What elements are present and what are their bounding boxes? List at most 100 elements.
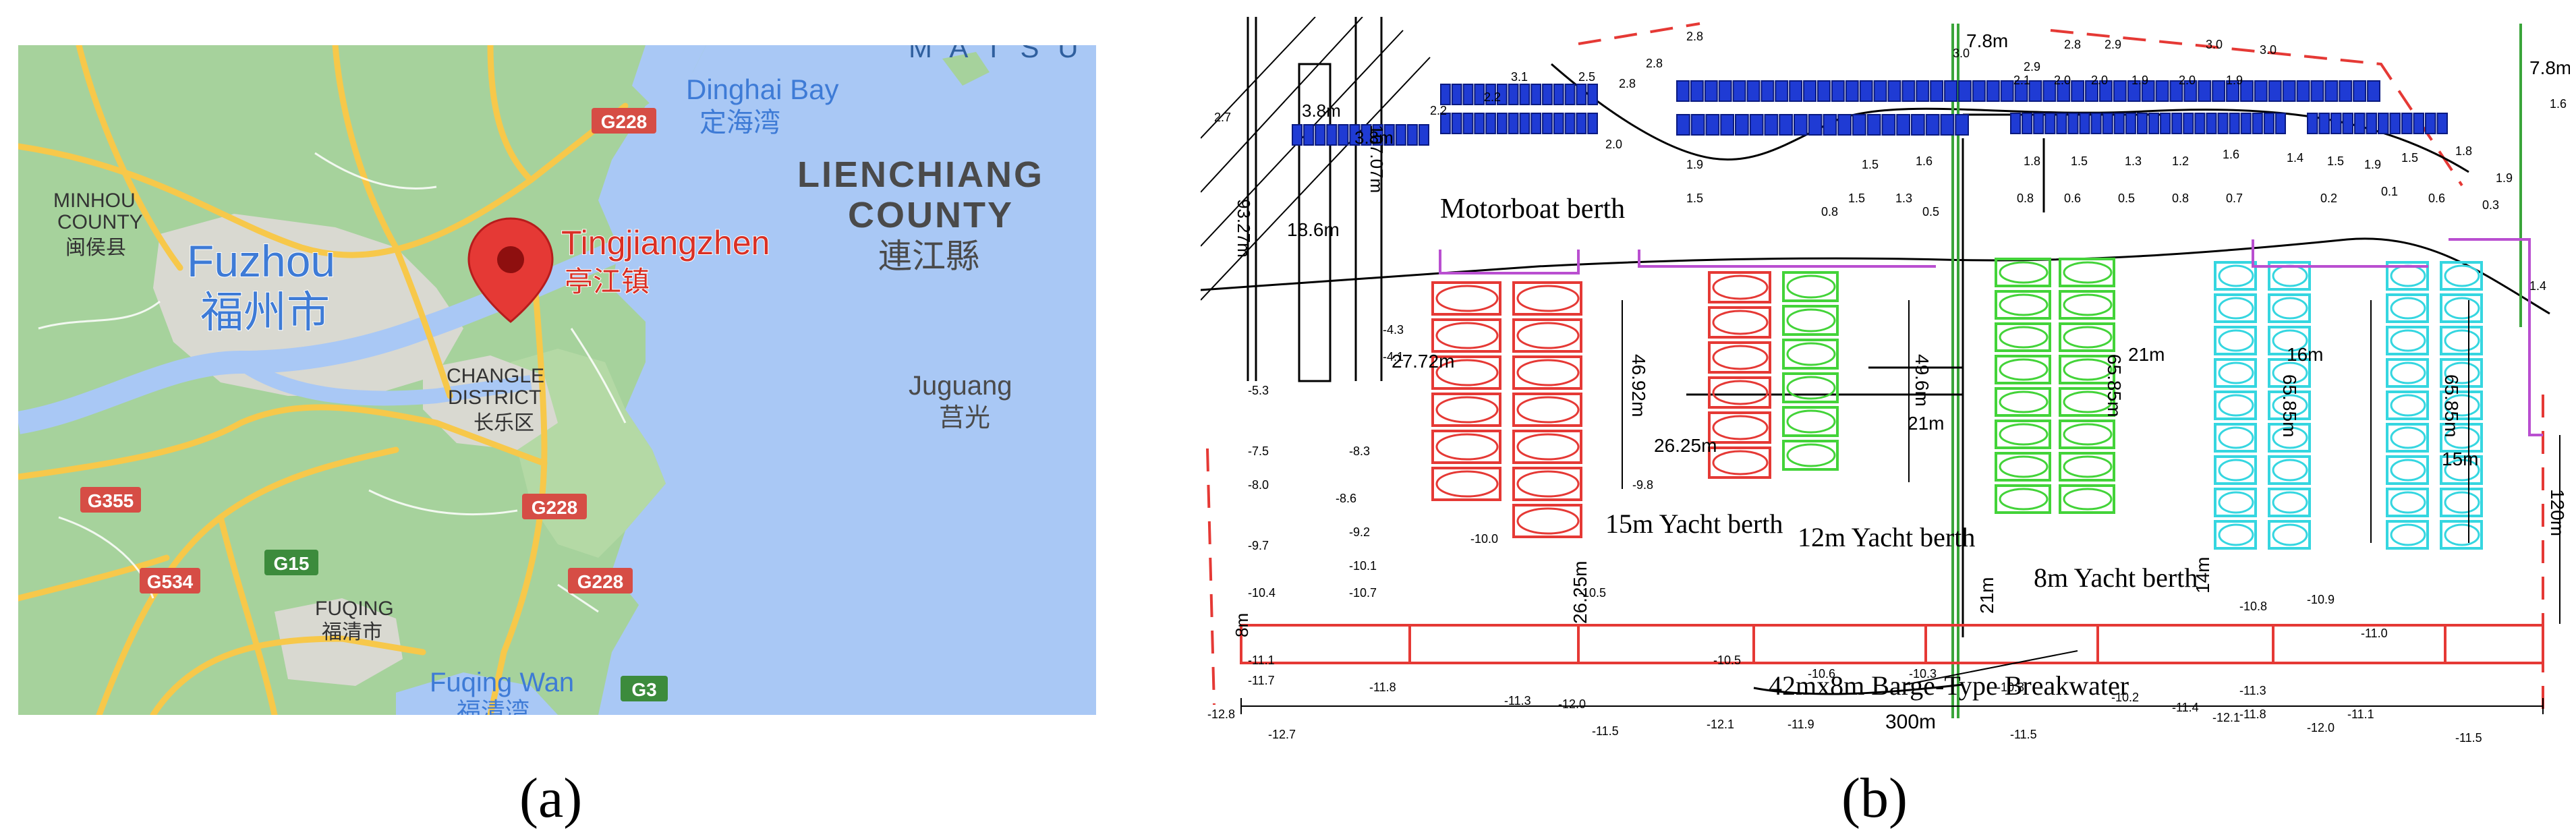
motorboat-slip bbox=[2254, 80, 2268, 102]
road-shield-g228-south: G228 bbox=[568, 568, 633, 594]
motorboat-slip bbox=[1732, 80, 1746, 102]
yacht12-slip-hull bbox=[1999, 390, 2049, 413]
sounding-bottom: -8.3 bbox=[1349, 444, 1370, 458]
yacht8-slip-hull bbox=[2272, 329, 2308, 352]
sounding-bottom: -12.0 bbox=[2307, 721, 2335, 734]
motorboat-slip bbox=[1372, 124, 1383, 146]
yacht8-slip bbox=[2440, 390, 2483, 420]
depth-contours bbox=[1201, 63, 2550, 315]
motorboat-slip bbox=[2085, 80, 2098, 102]
yacht8-slip-hull bbox=[2444, 361, 2480, 384]
svg-text:G3: G3 bbox=[631, 679, 656, 700]
yacht8-slip-hull bbox=[2444, 523, 2480, 546]
yacht12-slip bbox=[1782, 305, 1839, 336]
yacht8-slip-hull bbox=[2444, 264, 2480, 287]
motorboat-slip bbox=[1451, 84, 1462, 105]
yacht12-slip bbox=[1995, 420, 2051, 449]
motorboat-slip bbox=[2194, 113, 2206, 134]
location-pin-icon[interactable] bbox=[467, 217, 554, 323]
yacht8-slip bbox=[2268, 488, 2311, 517]
yacht15-slip-hull bbox=[1435, 285, 1499, 312]
motorboat-slip bbox=[2113, 113, 2125, 134]
yacht15-slip-hull bbox=[1516, 507, 1580, 535]
motorboat-slip bbox=[1718, 80, 1732, 102]
dim-107-07: 107.07m bbox=[1367, 125, 1387, 193]
motorboat-slip bbox=[2282, 80, 2296, 102]
yacht8-slip bbox=[2386, 455, 2429, 485]
sounding-bottom: -12.7 bbox=[1268, 728, 1296, 741]
yacht12-slip-hull bbox=[1999, 358, 2049, 381]
yacht15-slip bbox=[1512, 430, 1582, 464]
yacht8-slip bbox=[2214, 455, 2257, 485]
yacht8-slip-hull bbox=[2218, 394, 2254, 417]
yacht15-slip-hull bbox=[1712, 380, 1769, 405]
motorboat-slip bbox=[2042, 80, 2057, 102]
motorboat-slip bbox=[1958, 80, 1972, 102]
sounding-top: 0.6 bbox=[2064, 192, 2081, 205]
sounding-bottom: -10.2 bbox=[2111, 691, 2139, 704]
sounding-bottom: -8.6 bbox=[1336, 492, 1356, 505]
caption-a: (a) bbox=[519, 767, 583, 830]
tingjiangzhen-label: Tingjiangzhen bbox=[561, 224, 770, 262]
pier-posts bbox=[1247, 17, 1383, 382]
yacht12-berth-group bbox=[1782, 258, 2115, 514]
motorboat-slip bbox=[1440, 84, 1451, 105]
yacht8-slip bbox=[2214, 520, 2257, 550]
yacht8-slip-hull bbox=[2444, 491, 2480, 514]
yacht12-slip-hull bbox=[2063, 261, 2113, 284]
motorboat-slip bbox=[1338, 124, 1349, 146]
sounding-bottom: -5.3 bbox=[1248, 384, 1269, 397]
motorboat-slip bbox=[1764, 114, 1779, 136]
fuqing-wan-zh-label: 福清湾 bbox=[457, 697, 529, 715]
sounding-top: 0.1 bbox=[2381, 185, 2398, 198]
yacht12-slip-hull bbox=[1999, 261, 2049, 284]
yacht8-slip bbox=[2214, 326, 2257, 355]
sounding-bottom: -12.1 bbox=[1707, 718, 1734, 731]
motorboat-slip bbox=[1779, 114, 1793, 136]
motorboat-slip bbox=[1474, 84, 1485, 105]
yacht15-slip bbox=[1431, 318, 1501, 353]
yacht8-slip bbox=[2214, 390, 2257, 420]
motorboat-slip bbox=[1530, 113, 1542, 134]
sounding-top: 1.2 bbox=[2172, 154, 2189, 168]
yacht8-slip bbox=[2440, 423, 2483, 453]
minor-roads bbox=[38, 152, 627, 613]
motorboat-slip bbox=[1901, 80, 1916, 102]
road-shield-g3: G3 bbox=[621, 676, 668, 701]
sounding-top: 2.2 bbox=[1484, 90, 1501, 104]
dim-3-8b: 3.8m bbox=[1354, 127, 1394, 148]
yacht8-slip bbox=[2386, 326, 2429, 355]
sounding-top: 0.7 bbox=[2226, 192, 2243, 205]
yacht8-slip bbox=[2268, 390, 2311, 420]
motorboat-slip bbox=[1451, 113, 1462, 134]
yacht15-slip bbox=[1708, 306, 1771, 339]
motorboat-slip bbox=[2274, 113, 2286, 134]
yacht15-slip-hull bbox=[1712, 415, 1769, 440]
location-map[interactable]: M A T S U Dinghai Bay 定海湾 LIENCHIANG COU… bbox=[18, 45, 1096, 715]
yacht15-slip-hull bbox=[1712, 310, 1769, 335]
dim-27-72: 27.72m bbox=[1392, 351, 1454, 372]
yacht12-slip-hull bbox=[2063, 326, 2113, 349]
sounding-bottom: -10.4 bbox=[1248, 586, 1276, 600]
sounding-bottom: -11.0 bbox=[2361, 627, 2388, 640]
yacht15-slip bbox=[1708, 341, 1771, 374]
yacht15-slip bbox=[1708, 411, 1771, 444]
motorboat-slip bbox=[1676, 80, 1690, 102]
yacht8-slip-hull bbox=[2390, 361, 2426, 384]
motorboat-slip bbox=[1485, 113, 1496, 134]
motorboat-slip bbox=[2354, 113, 2366, 134]
svg-text:G228: G228 bbox=[532, 497, 578, 518]
motorboat-slip bbox=[1916, 80, 1930, 102]
motorboat-slip bbox=[1887, 80, 1901, 102]
motorboat-slip bbox=[1553, 113, 1564, 134]
motorboat-slip bbox=[1925, 114, 1940, 136]
motorboat-slip bbox=[1911, 114, 1925, 136]
yacht8-slip-hull bbox=[2218, 459, 2254, 482]
map-canvas: M A T S U Dinghai Bay 定海湾 LIENCHIANG COU… bbox=[18, 45, 1079, 715]
fuqing-label: FUQING bbox=[315, 598, 394, 620]
sounding-bottom: -10.0 bbox=[1470, 532, 1498, 546]
motorboat-slip bbox=[2318, 113, 2330, 134]
yacht15-slip-hull bbox=[1712, 450, 1769, 475]
road-shield-g355: G355 bbox=[80, 487, 141, 513]
